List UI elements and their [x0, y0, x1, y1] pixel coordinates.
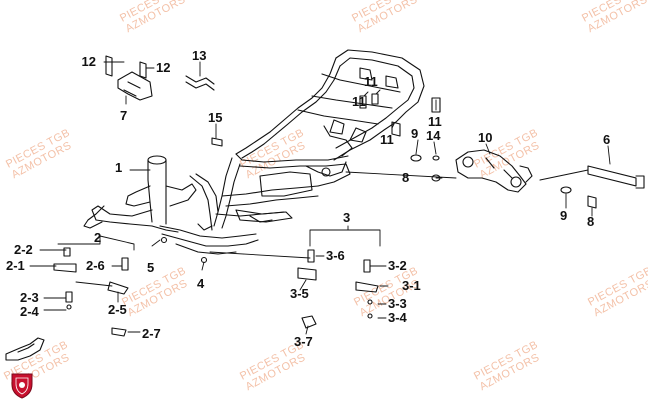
callout-15: 15 [208, 110, 222, 125]
callout-9: 9 [560, 208, 567, 223]
callout-11: 11 [364, 74, 378, 89]
callout-3-5: 3-5 [290, 286, 309, 301]
engine-hanger-bracket [455, 149, 533, 193]
callout-4: 5 [147, 260, 154, 275]
callout-13: 13 [192, 48, 206, 63]
callout-2-2: 2-2 [14, 242, 33, 257]
callout-3-2: 3-2 [388, 258, 407, 273]
callout-3-4: 3-4 [388, 310, 408, 325]
callout-3: 3 [343, 210, 350, 225]
callout-5: 7 [120, 108, 127, 123]
small-parts [5, 55, 597, 361]
callout-11: 11 [352, 94, 366, 109]
callout-1: 1 [115, 160, 122, 175]
shield-logo-icon [11, 373, 33, 399]
callout-4: 4 [197, 276, 205, 291]
callout-7: 8 [402, 170, 409, 185]
callout-2-4: 2-4 [20, 304, 40, 319]
pivot-bolt [539, 165, 645, 189]
callout-2-7: 2-7 [142, 326, 161, 341]
callout-9: 9 [411, 126, 418, 141]
callout-14: 14 [426, 128, 441, 143]
head-pipe [83, 155, 197, 233]
callout-3-7: 3-7 [294, 334, 313, 349]
callout-2-5: 2-5 [108, 302, 127, 317]
callout-11: 11 [428, 114, 442, 129]
callout-2: 2 [94, 230, 101, 245]
callout-10: 10 [478, 130, 492, 145]
callout-2-1: 2-1 [6, 258, 25, 273]
callout-2-3: 2-3 [20, 290, 39, 305]
callout-labels: 12 12 13 7 15 1 11 11 11 11 9 14 10 6 8 … [6, 48, 610, 349]
callout-3-6: 3-6 [326, 248, 345, 263]
callout-12: 12 [156, 60, 170, 75]
callout-3-1: 3-1 [402, 278, 421, 293]
callout-3-3: 3-3 [388, 296, 407, 311]
callout-8: 8 [587, 214, 594, 229]
callout-12: 12 [82, 54, 96, 69]
callout-2-6: 2-6 [86, 258, 105, 273]
callout-6: 6 [603, 132, 610, 147]
leader-lines [29, 61, 611, 335]
callout-11: 11 [380, 132, 394, 147]
